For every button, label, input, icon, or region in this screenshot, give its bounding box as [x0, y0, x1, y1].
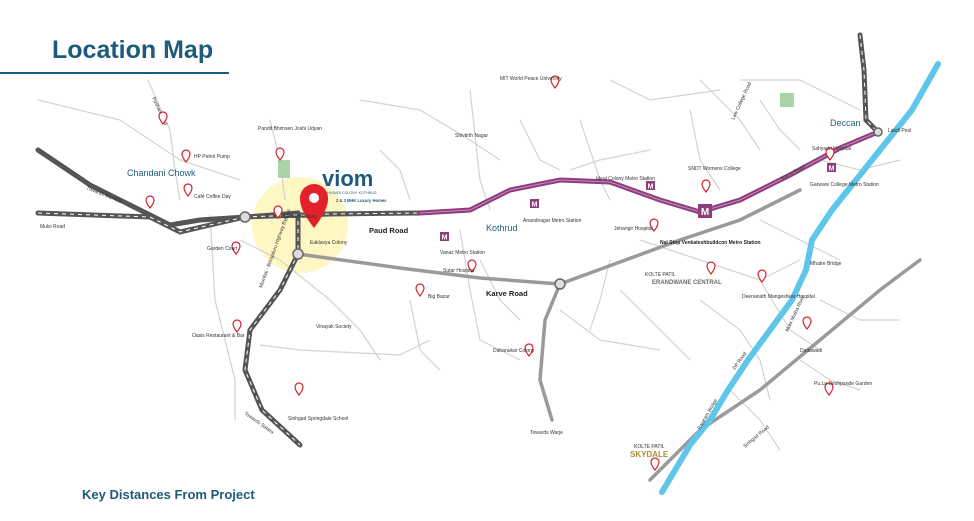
label-hp-pump: HP Petrol Pump	[194, 154, 230, 160]
footer-heading: Key Distances From Project	[82, 487, 255, 502]
metro-badge-ideal-colony: M	[648, 184, 654, 191]
area-chandani-chowk: Chandani Chowk	[127, 168, 196, 178]
label-mhatre-bridge: Mhatre Bridge	[810, 261, 842, 267]
project-logo-sub: BHUSARI COLONY, KOTHRUD	[325, 191, 377, 195]
metro-badge-anandnagar: M	[532, 202, 538, 209]
mutha-river	[659, 61, 941, 495]
label-karve-road: Karve Road	[486, 289, 528, 298]
label-vanaz-metro: Vanaz Metro Station	[440, 250, 485, 256]
label-erandwane-pre: KOLTE PATIL	[645, 272, 676, 278]
label-sinhgad-road: Sinhgad Road	[742, 424, 770, 449]
label-skydale-pre: KOLTE PATIL	[634, 444, 665, 450]
area-kothrud: Kothrud	[486, 223, 518, 233]
label-sndt-college: SNDT Womens College	[688, 166, 741, 172]
label-mit-university: MIT World Peace University	[500, 76, 562, 82]
label-big-bazar: Big Bazar	[428, 294, 450, 300]
label-pu-la-garden: Pu.La Deshpande Garden	[814, 381, 872, 387]
green-space-2	[780, 93, 794, 107]
label-lakdi-pool: Lakdi Pool	[888, 128, 911, 134]
label-nal-stop-metro: Nal Stop Venkateshbuildcon Metro Station	[660, 240, 761, 246]
junctions	[239, 127, 883, 290]
label-garware-metro: Garware College Metro Station	[810, 182, 879, 188]
label-shivtirth-nagar: Shivtirth Nagar	[455, 133, 488, 139]
project-pin	[300, 184, 328, 228]
label-sahyadri-hospital: Sahyadri Hospital	[812, 146, 851, 152]
label-cafe: Café Coffee Day	[194, 194, 231, 200]
metro-badge-garware: M	[829, 166, 835, 173]
label-ideal-colony-metro: Ideal Colony Metro Station	[596, 176, 655, 182]
label-dahanukar-colony: Dahanukar Colony	[493, 348, 535, 354]
green-space	[278, 160, 290, 178]
metro-badge-vanaz: M	[442, 235, 448, 242]
label-jehangir-hospital: Jehangir Hospital	[614, 226, 653, 232]
label-sinhgad-school: Sinhgad Springdale School	[288, 416, 348, 422]
metro-badges	[440, 163, 836, 241]
page-title: Location Map	[52, 36, 214, 64]
place-pins	[145, 75, 835, 471]
label-deenanath-hospital: Deenanath Mangeshkar Hospital	[742, 294, 815, 300]
label-eaklavya-colony: Eaklavya Colony	[310, 240, 348, 246]
label-oasis: Oasis Restaurant & Bar	[192, 333, 245, 339]
label-bhusari-colony: Bhusari Colony	[283, 214, 317, 220]
label-sutar-hospital: Sutar Hospital	[443, 268, 474, 274]
metro-badge-letters: M M M M M	[442, 166, 835, 242]
metro-badge-nal-stop: M	[701, 207, 709, 218]
label-law-college-road: Law College Road	[730, 81, 753, 121]
label-towards-mumbai: Towards Mumbai	[85, 185, 122, 205]
paud-road-dash	[244, 212, 421, 218]
label-skydale: SKYDALE	[630, 450, 669, 459]
metro-line-highlight	[419, 131, 879, 214]
project-tagline: 2 & 3 BHK Luxury Homes	[336, 198, 387, 203]
label-pashan-road: Pashan Road	[150, 96, 168, 126]
label-dattawadi: Dattawadi	[800, 348, 822, 354]
label-garden-court: Garden Court	[207, 246, 238, 252]
label-pandit-bhimsen: Pandit Bhimsen Joshi Udyan	[258, 126, 322, 132]
label-anandnagar-metro: Anandnagar Metro Station	[523, 218, 582, 224]
label-vinayak-society: Vinayak Society	[316, 324, 352, 330]
project-logo: viom	[322, 166, 373, 191]
label-karve-road-east: Karve Road	[780, 164, 806, 182]
label-mulsi-road: Mulsi Road	[40, 224, 65, 230]
label-mutha-river: Mula Mutha River	[784, 294, 806, 332]
area-deccan: Deccan	[830, 118, 861, 128]
label-erandwane-central: ERANDWANE CENTRAL	[652, 280, 722, 286]
label-towards-warje: Towards Warje	[530, 430, 563, 436]
title-underline	[0, 72, 229, 74]
label-paud-road: Paud Road	[369, 226, 409, 235]
